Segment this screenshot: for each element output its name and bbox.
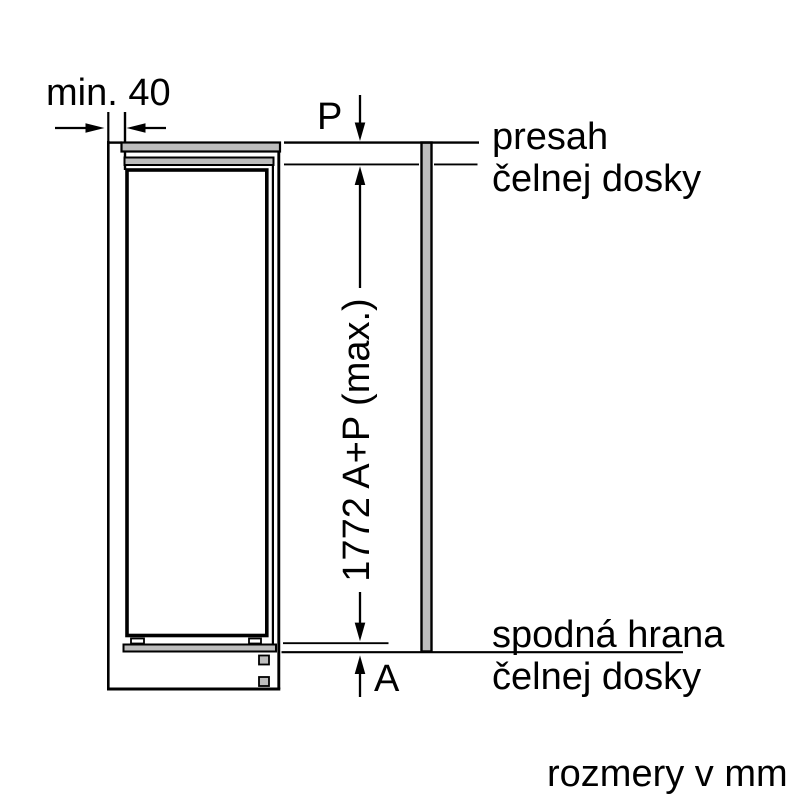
height-dim-arrowhead-bottom [354,622,366,642]
appliance-foot-right [248,637,262,645]
upper-trim-bar [123,156,275,166]
dim-label-height: 1772 A+P (max.) [336,298,378,582]
top-trim-bar [120,141,282,153]
dim-label-p: P [317,96,343,138]
note-panel-overlap-line2: čelnej dosky [492,158,702,200]
front-panel-bar [420,141,433,653]
dim-label-a: A [374,658,400,700]
appliance-foot-left [130,637,145,645]
bottom-plinth-bar [122,643,277,653]
min-gap-arrowhead-left [85,123,105,133]
a-dim-arrowhead [354,655,366,674]
min-gap-arrowhead-right [126,123,146,133]
note-panel-overlap-line1: presah [492,116,609,158]
height-dim-arrowhead-top [354,166,366,185]
note-panel-bottom-edge-line1: spodná hrana [492,614,725,656]
hinge-block-lower [258,676,270,687]
note-panel-bottom-edge-line2: čelnej dosky [492,656,702,698]
hinge-block-upper [258,654,270,666]
appliance-door [125,168,269,638]
dim-label-min-gap: min. 40 [46,72,171,114]
units-note: rozmery v mm [547,753,788,795]
p-dim-arrowhead [354,122,366,141]
